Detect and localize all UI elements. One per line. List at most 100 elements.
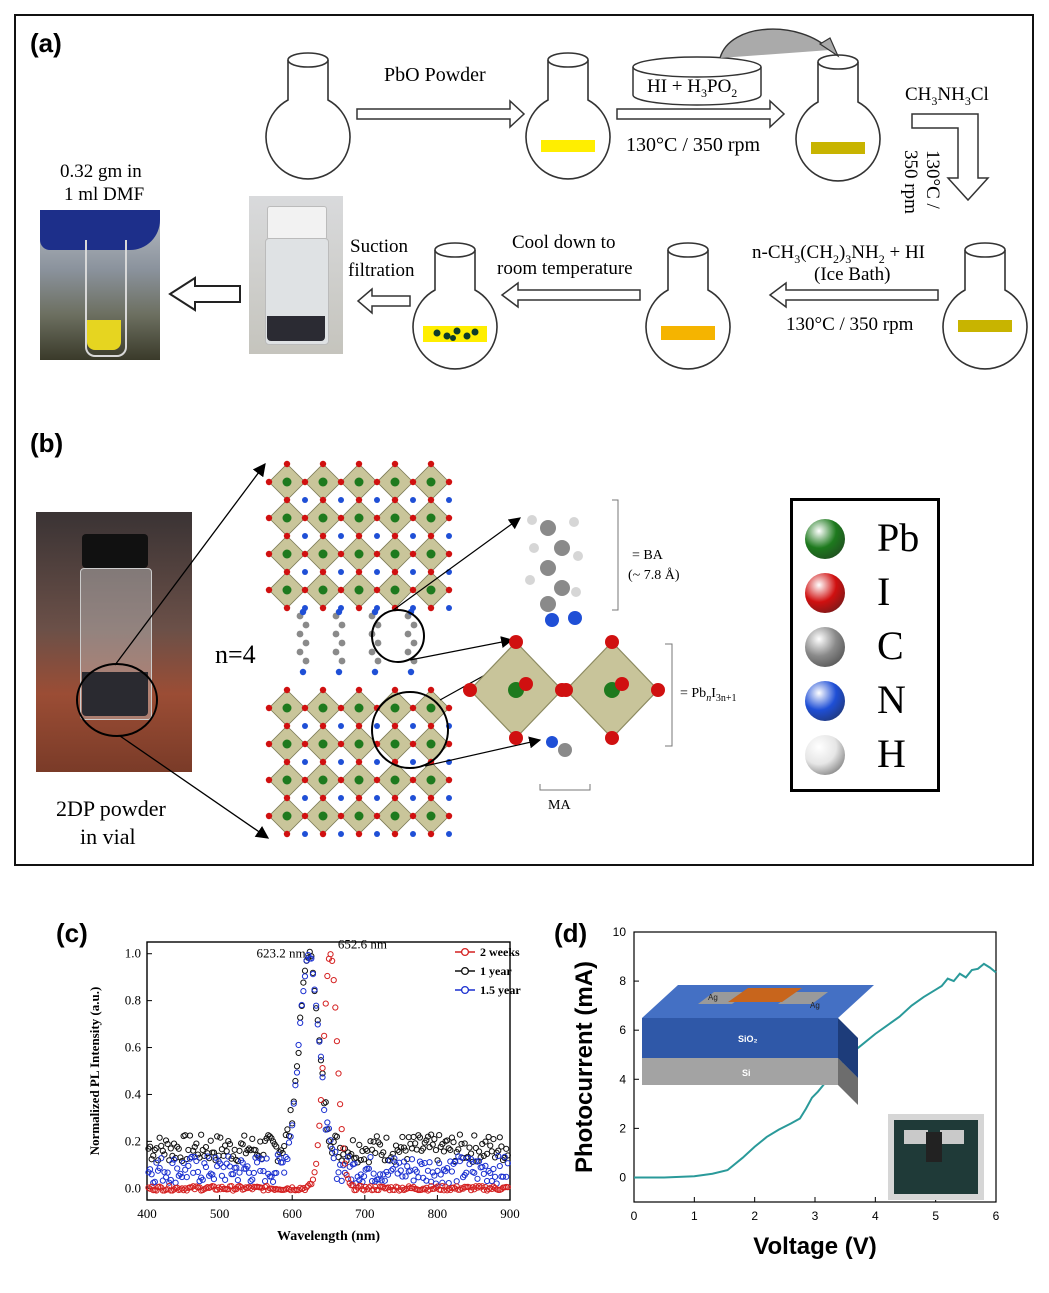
data-point	[399, 1173, 406, 1180]
data-point	[365, 1165, 372, 1172]
data-point	[220, 1164, 227, 1171]
amine-label: n-CH3(CH2)3NH2 + HI	[752, 242, 926, 266]
data-point	[298, 1001, 305, 1009]
data-point	[241, 1185, 248, 1193]
data-point	[444, 1187, 451, 1194]
iodide-atom	[391, 686, 399, 694]
data-point	[193, 1140, 200, 1147]
flask-filtration	[412, 242, 498, 370]
data-point	[453, 1178, 460, 1185]
data-point	[308, 955, 315, 962]
iodide-atom	[445, 776, 453, 784]
nitrogen-atom	[299, 608, 307, 616]
data-point	[447, 1146, 454, 1154]
data-point	[498, 1186, 505, 1193]
carbon-atom	[302, 639, 310, 647]
cond3-label: 130°C / 350 rpm	[786, 314, 914, 335]
iodide-atom	[519, 677, 533, 691]
data-point	[300, 979, 307, 986]
data-point	[495, 1152, 502, 1160]
ma-cation	[338, 723, 344, 729]
data-point	[175, 1145, 182, 1152]
data-point	[239, 1159, 246, 1166]
hydrogen-atom	[573, 551, 583, 561]
data-point	[311, 986, 318, 993]
iodide-atom	[409, 704, 417, 712]
iodide-atom	[445, 514, 453, 522]
data-point	[148, 1183, 155, 1190]
data-point	[194, 1168, 202, 1176]
ma-cation	[302, 795, 308, 801]
data-point	[269, 1178, 277, 1185]
data-point	[477, 1154, 484, 1161]
pb-atom	[354, 477, 364, 487]
iodide-atom	[319, 686, 327, 694]
iodide-atom	[337, 586, 345, 594]
dmf-solution-photo	[40, 210, 160, 360]
data-point	[450, 1139, 457, 1146]
legend-label: 2 weeks	[480, 945, 520, 959]
y-tick-label: 0.8	[125, 993, 141, 1008]
series-1-year	[145, 948, 511, 1166]
data-point	[372, 1149, 379, 1157]
y-tick-label: 0.6	[125, 1040, 142, 1055]
nitrogen-atom	[407, 668, 415, 676]
data-point	[241, 1132, 248, 1139]
y-tick-label: 1.0	[125, 946, 141, 961]
vial-callout	[76, 462, 270, 839]
data-point	[324, 972, 331, 980]
legend-symbol: Pb	[877, 515, 920, 560]
y-tick-label: 2	[619, 1121, 626, 1135]
legend-atom-icon	[805, 681, 845, 721]
ag-right-label: Ag	[810, 1001, 820, 1010]
ba-label: = BA	[632, 548, 663, 563]
iodide-atom	[301, 704, 309, 712]
data-point	[148, 1171, 155, 1178]
data-point	[437, 1171, 444, 1178]
iodide-atom	[265, 704, 273, 712]
hydrogen-atom	[529, 543, 539, 553]
pb-atom	[426, 585, 436, 595]
data-point	[360, 1187, 368, 1194]
data-point	[434, 1167, 441, 1175]
data-point	[440, 1148, 448, 1155]
data-point	[504, 1160, 511, 1167]
data-point	[297, 1019, 304, 1026]
iodide-atom	[337, 478, 345, 486]
data-point	[182, 1166, 189, 1173]
data-point	[464, 1154, 471, 1162]
pb-atom	[426, 477, 436, 487]
data-point	[172, 1179, 179, 1186]
ma-cation	[338, 795, 344, 801]
suction-label-1: Suction	[350, 236, 409, 257]
data-point	[236, 1182, 243, 1190]
x-tick-label: 3	[812, 1209, 819, 1223]
data-point	[499, 1173, 507, 1180]
data-point	[191, 1153, 198, 1161]
data-point	[389, 1165, 396, 1173]
carbon-atom	[554, 540, 570, 556]
data-point	[150, 1152, 157, 1159]
ma-cation	[446, 605, 452, 611]
ma-cation	[338, 831, 344, 837]
data-point	[340, 1162, 347, 1169]
data-point	[285, 1139, 293, 1146]
data-point	[305, 1182, 312, 1189]
data-point	[480, 1170, 487, 1177]
pb-atom	[354, 811, 364, 821]
data-point	[247, 1178, 254, 1185]
data-point	[279, 1159, 286, 1166]
flask-cooled	[645, 242, 731, 370]
carbon-atom	[410, 621, 418, 629]
iodide-atom	[283, 568, 291, 576]
data-point	[158, 1155, 165, 1162]
callout-arrow	[409, 636, 514, 661]
iodide-atom	[427, 722, 435, 730]
iodide-atom	[355, 758, 363, 766]
data-point	[156, 1134, 163, 1141]
si-label: Si	[742, 1068, 751, 1078]
nitrogen-atom	[299, 668, 307, 676]
data-point	[402, 1173, 409, 1180]
legend-label: 1 year	[480, 964, 512, 978]
